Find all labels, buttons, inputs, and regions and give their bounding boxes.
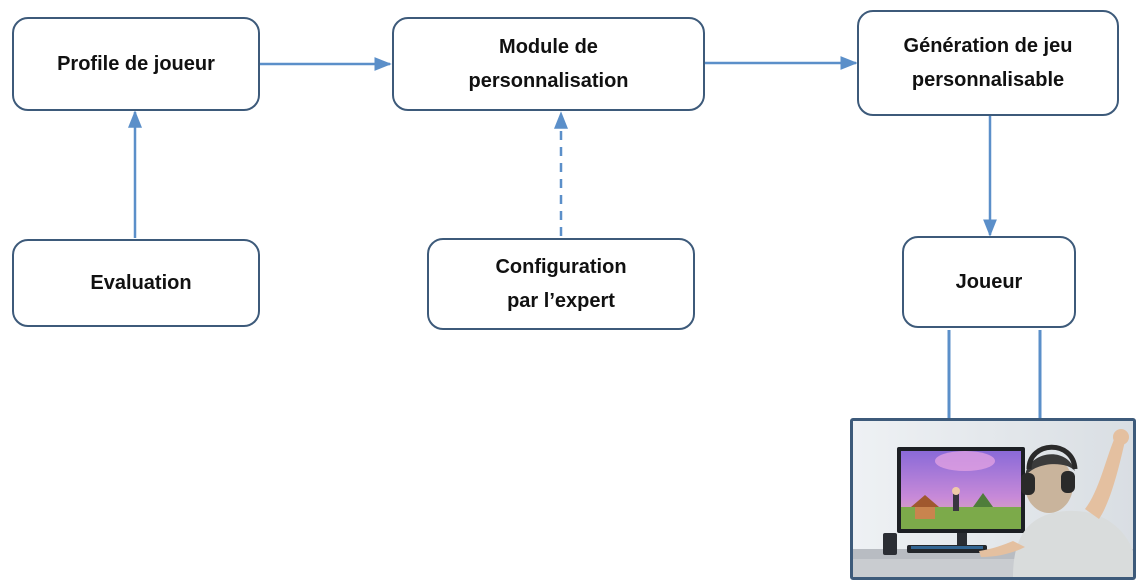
node-profile-label: Profile de joueur bbox=[57, 53, 215, 75]
node-configuration: Configuration par l’expert bbox=[427, 238, 695, 330]
player-photo bbox=[850, 418, 1136, 580]
player-photo-illustration bbox=[853, 421, 1133, 577]
node-joueur-label: Joueur bbox=[955, 271, 1023, 293]
node-configuration-label: Configuration par l’expert bbox=[495, 256, 627, 312]
node-module: Module de personnalisation bbox=[392, 17, 705, 111]
node-evaluation: Evaluation bbox=[12, 239, 260, 327]
node-generation-label: Génération de jeu personnalisable bbox=[903, 35, 1073, 91]
node-profile: Profile de joueur bbox=[12, 17, 260, 111]
node-module-label: Module de personnalisation bbox=[468, 36, 629, 92]
node-evaluation-label: Evaluation bbox=[90, 272, 192, 294]
node-joueur: Joueur bbox=[902, 236, 1076, 328]
node-generation: Génération de jeu personnalisable bbox=[857, 10, 1119, 116]
